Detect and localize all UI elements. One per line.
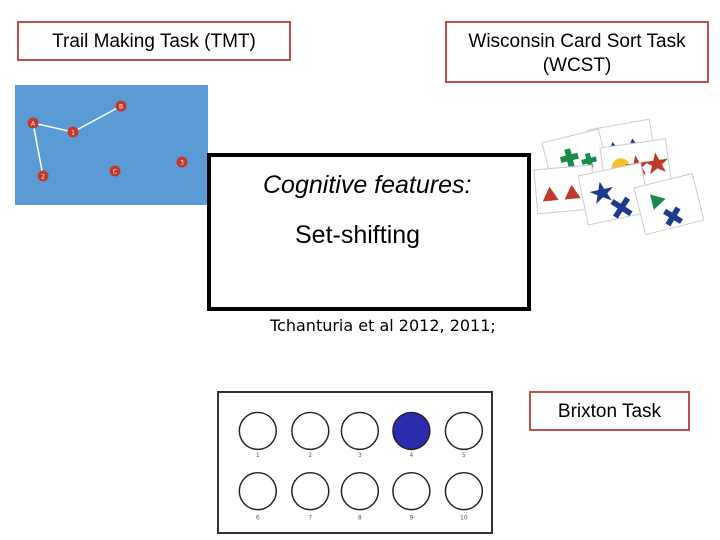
- brixton-circle: 9: [392, 471, 431, 521]
- tmt-node: C: [109, 165, 121, 177]
- brixton-circle: 6: [238, 471, 277, 521]
- svg-text:2: 2: [41, 174, 45, 181]
- brixton-circle: 1: [238, 411, 277, 459]
- svg-text:1: 1: [71, 130, 75, 137]
- svg-text:6: 6: [256, 515, 260, 521]
- brixton-label-box: Brixton Task: [529, 391, 690, 431]
- brixton-board: 1 2 3 4 5 6 7: [217, 391, 493, 534]
- brixton-circle: 7: [291, 471, 330, 521]
- tmt-node: 1: [67, 126, 79, 138]
- svg-text:7: 7: [308, 515, 312, 521]
- tmt-edge: [32, 122, 44, 177]
- tmt-node: 2: [37, 170, 49, 182]
- svg-text:9: 9: [410, 515, 414, 521]
- wcst-cards: [533, 118, 705, 236]
- citation: Tchanturia et al 2012, 2011;: [270, 316, 496, 335]
- wcst-label-box: Wisconsin Card Sort Task (WCST): [445, 21, 709, 83]
- brixton-circle-filled: 4: [392, 411, 431, 459]
- svg-text:1: 1: [256, 453, 260, 459]
- subheading: Set-shifting: [295, 221, 421, 249]
- svg-text:4: 4: [410, 453, 414, 459]
- brixton-circle: 5: [444, 411, 484, 459]
- brixton-grid: 1 2 3 4 5 6 7: [238, 411, 484, 521]
- svg-text:A: A: [31, 121, 36, 128]
- tmt-label: Trail Making Task (TMT): [52, 31, 256, 52]
- center-concept-box: Cognitive features: Set-shifting: [207, 153, 531, 311]
- card: [633, 172, 705, 236]
- svg-text:B: B: [119, 104, 123, 111]
- tmt-graph: A B 1 2 C 3: [27, 100, 188, 182]
- tmt-node: 3: [176, 156, 188, 168]
- svg-text:5: 5: [462, 453, 466, 459]
- tmt-node: A: [27, 117, 39, 129]
- tmt-node: B: [115, 100, 127, 112]
- svg-text:8: 8: [358, 515, 362, 521]
- svg-text:3: 3: [180, 160, 184, 167]
- tmt-edge: [72, 105, 122, 133]
- tmt-illustration: A B 1 2 C 3: [15, 85, 208, 205]
- svg-text:3: 3: [358, 453, 362, 459]
- svg-text:10: 10: [460, 515, 468, 521]
- brixton-circle: 2: [291, 411, 330, 459]
- brixton-circle: 3: [340, 411, 380, 459]
- wcst-label-line1: Wisconsin Card Sort Task: [468, 31, 686, 52]
- tmt-label-box: Trail Making Task (TMT): [17, 21, 291, 61]
- svg-text:C: C: [113, 169, 117, 176]
- brixton-label: Brixton Task: [557, 401, 662, 422]
- brixton-circle: 10: [444, 471, 484, 521]
- card: [577, 162, 652, 226]
- brixton-circle: 8: [340, 471, 380, 521]
- svg-text:2: 2: [308, 453, 312, 459]
- heading: Cognitive features:: [263, 171, 472, 199]
- wcst-cards-illustration: [530, 88, 705, 248]
- tmt-edge: [32, 122, 74, 133]
- wcst-label-line2: (WCST): [542, 55, 612, 76]
